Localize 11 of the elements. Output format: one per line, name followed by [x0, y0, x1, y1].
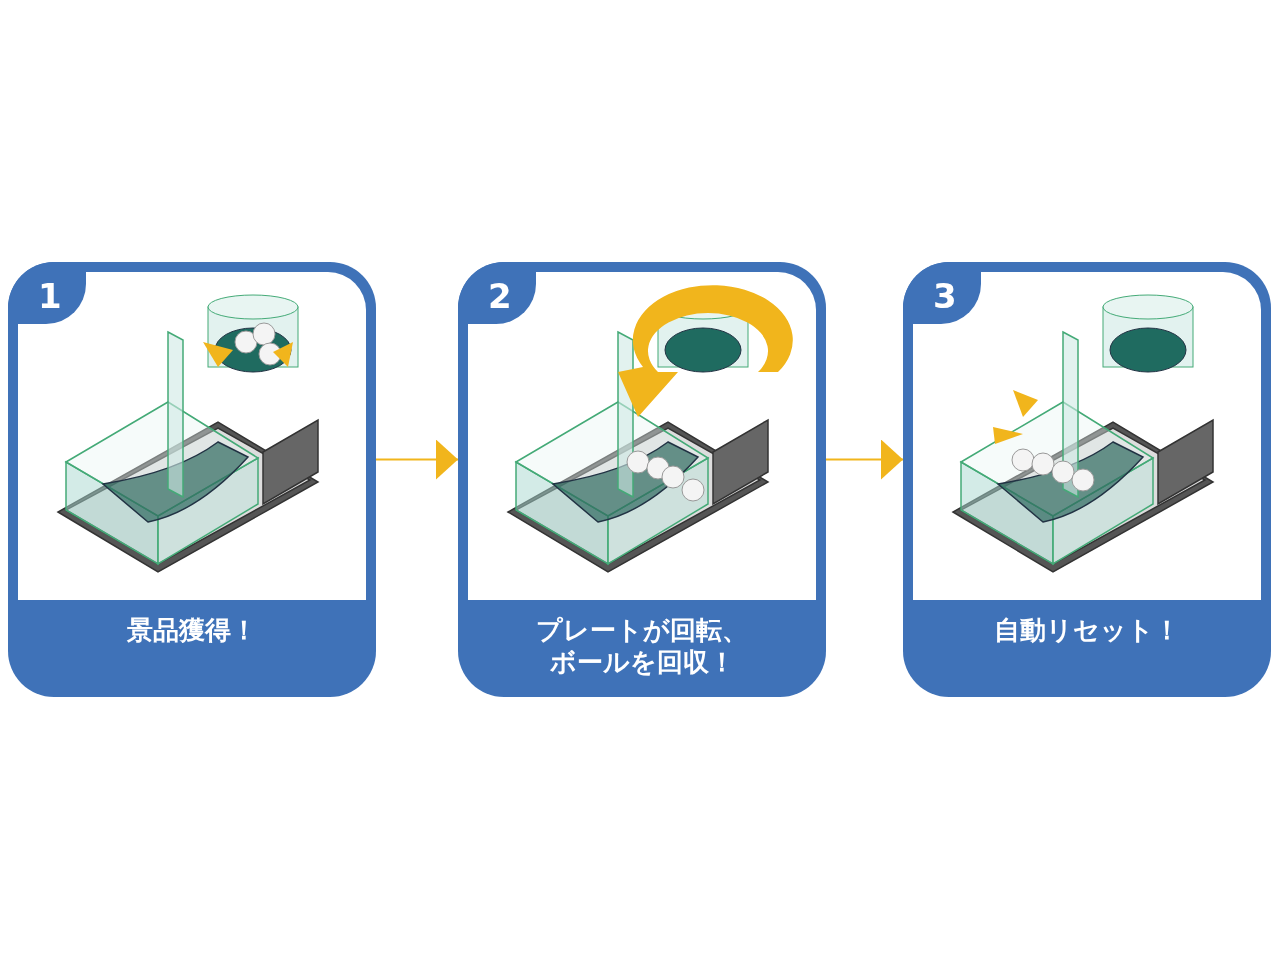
step-card [8, 262, 376, 697]
step-number: 3 [933, 276, 957, 316]
step-card [903, 262, 1271, 697]
step-number: 1 [38, 276, 62, 316]
step-card [458, 262, 826, 697]
step-caption: プレートが回転、ボールを回収！ [535, 614, 749, 678]
chevron-arrow [375, 439, 459, 480]
step-number: 2 [488, 276, 512, 316]
step-caption: 景品獲得！ [126, 614, 258, 646]
step-caption: 自動リセット！ [993, 614, 1181, 646]
chevron-arrow [825, 439, 904, 480]
